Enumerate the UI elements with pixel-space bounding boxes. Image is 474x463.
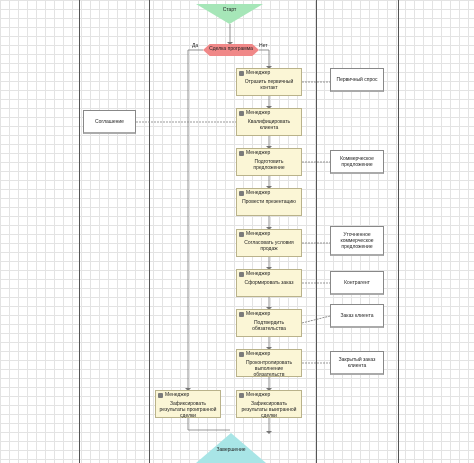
task-node[interactable]: Менеджер Зафиксировать результаты выигра… [236, 390, 302, 419]
decision-label: Сделка программа [209, 46, 253, 52]
task-role: Менеджер [246, 311, 271, 317]
document-node[interactable]: Контрагент [330, 271, 384, 295]
person-icon [158, 392, 163, 398]
task-role: Менеджер [246, 392, 271, 398]
person-icon [239, 392, 244, 398]
task-role: Менеджер [246, 351, 271, 357]
task-role: Менеджер [246, 70, 271, 76]
document-node[interactable]: Закрытый заказ клиента [330, 351, 384, 375]
person-icon [239, 231, 244, 237]
person-icon [239, 271, 244, 277]
person-icon [239, 150, 244, 156]
branch-no-label: Нет [259, 43, 268, 49]
task-node[interactable]: Менеджер Проконтролировать выполнение об… [236, 349, 302, 378]
task-node[interactable]: Менеджер Подготовить предложение [236, 148, 302, 176]
decision-gateway[interactable] [203, 44, 259, 56]
task-label: Согласовать условия продаж [244, 240, 294, 252]
lane-divider [316, 0, 317, 463]
task-label: Сформировать заказ [244, 280, 294, 286]
document-node[interactable]: Первичный спрос [330, 68, 384, 92]
task-role: Менеджер [246, 150, 271, 156]
task-role: Менеджер [246, 271, 271, 277]
lane-divider [79, 0, 80, 463]
task-node[interactable]: Менеджер Отразить первичный контакт [236, 68, 302, 96]
task-node[interactable]: Менеджер Квалифицировать клиента [236, 108, 302, 136]
person-icon [239, 351, 244, 357]
task-label: Провести презентацию [242, 199, 296, 205]
start-label: Старт [222, 7, 237, 13]
task-node[interactable]: Менеджер Согласовать условия продаж [236, 229, 302, 257]
person-icon [239, 110, 244, 116]
task-node[interactable]: Менеджер Сформировать заказ [236, 269, 302, 297]
end-label: Завершение [216, 447, 246, 453]
task-role: Менеджер [246, 231, 271, 237]
task-label: Квалифицировать клиента [247, 119, 291, 131]
document-node[interactable]: Коммерческое предложение [330, 150, 384, 174]
document-node[interactable]: Заказ клиента [330, 304, 384, 328]
task-node[interactable]: Менеджер Подтвердить обязательства [236, 309, 302, 337]
document-node[interactable]: Соглашение [83, 110, 136, 134]
task-node[interactable]: Менеджер Провести презентацию [236, 188, 302, 216]
task-label: Проконтролировать выполнение обязательст… [245, 360, 293, 378]
task-label: Отразить первичный контакт [244, 79, 294, 91]
task-label: Подготовить предложение [253, 159, 285, 171]
task-role: Менеджер [246, 190, 271, 196]
person-icon [239, 70, 244, 76]
task-role: Менеджер [246, 110, 271, 116]
person-icon [239, 190, 244, 196]
task-role: Менеджер [165, 392, 190, 398]
lane-divider [398, 0, 399, 463]
task-label: Зафиксировать результаты выигранной сдел… [241, 401, 297, 419]
task-node-lost-deal[interactable]: Менеджер Зафиксировать результаты проигр… [155, 390, 221, 419]
task-label: Подтвердить обязательства [252, 320, 286, 332]
task-label: Зафиксировать результаты проигранной сде… [159, 401, 217, 419]
doc-link [301, 315, 331, 324]
lane-divider [149, 0, 150, 463]
person-icon [239, 311, 244, 317]
branch-yes-label: Да [192, 43, 199, 49]
document-node[interactable]: Уточненное коммерческое предложение [330, 226, 384, 256]
